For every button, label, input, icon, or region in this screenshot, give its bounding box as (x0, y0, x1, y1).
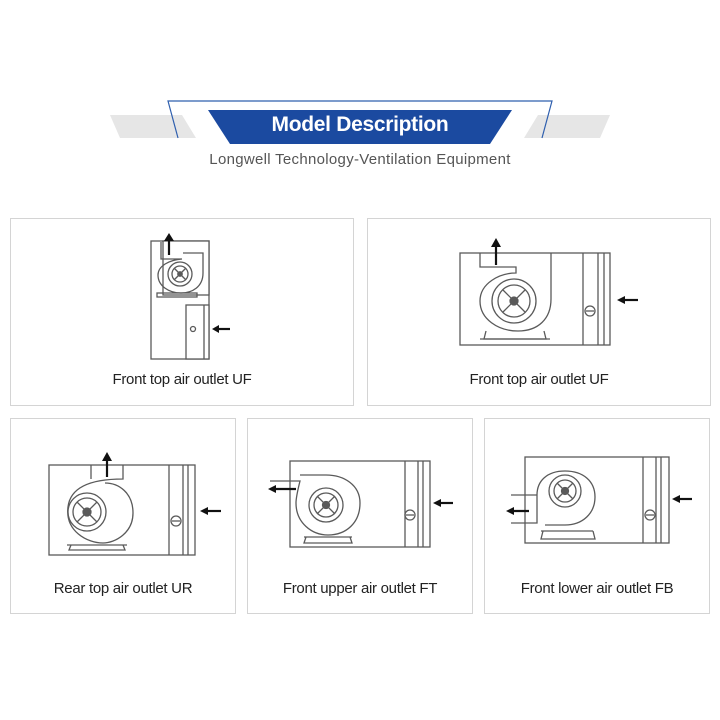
banner-outline (167, 100, 553, 139)
model-card-uf-compact: Front top air outlet UF (10, 218, 354, 406)
page-title: Model Description (271, 113, 449, 136)
banner-ribbon (208, 110, 512, 144)
model-card-ur: Rear top air outlet UR (10, 418, 236, 614)
banner-band-right (524, 115, 610, 138)
fan-diagram-uf-large (459, 238, 638, 346)
card-caption: Front lower air outlet FB (520, 580, 674, 597)
card-caption: Front upper air outlet FT (282, 580, 438, 597)
card-caption: Rear top air outlet UR (53, 580, 193, 597)
model-card-uf-large: Front top air outlet UF (367, 218, 711, 406)
fan-diagram-fb (506, 456, 692, 544)
card-caption: Front top air outlet UF (469, 371, 609, 388)
fan-diagram-ur (48, 452, 221, 556)
fan-diagram-uf-compact (150, 233, 230, 360)
fan-diagram-ft (268, 460, 453, 548)
header-banner (110, 100, 610, 144)
banner-band-left (110, 115, 196, 138)
page-subtitle: Longwell Technology-Ventilation Equipmen… (209, 151, 511, 168)
model-card-ft: Front upper air outlet FT (247, 418, 473, 614)
card-caption: Front top air outlet UF (112, 371, 252, 388)
model-card-fb: Front lower air outlet FB (484, 418, 710, 614)
